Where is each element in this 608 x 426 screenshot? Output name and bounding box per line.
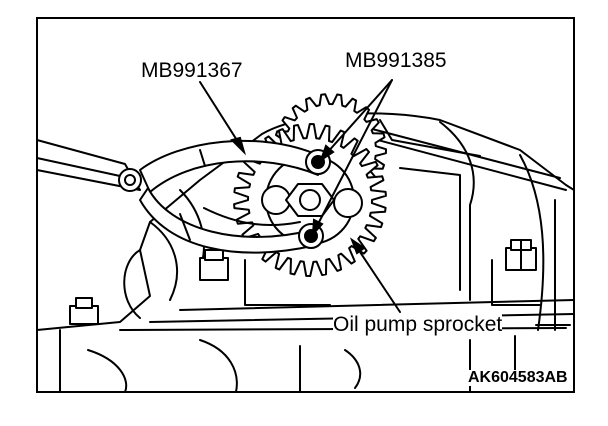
leader-mb991367 — [199, 81, 241, 146]
leader-mb991385-lower — [315, 79, 393, 229]
arrow-head — [230, 136, 247, 156]
block-bolt-center — [199, 249, 229, 281]
label-tool-mb991367: MB991367 — [141, 59, 243, 82]
label-oil-pump-sprocket: Oil pump sprocket — [333, 313, 503, 336]
leader-mb991385-upper — [325, 79, 393, 155]
arrow-head — [319, 144, 335, 163]
block-bolt-right — [505, 239, 537, 271]
label-tool-mb991385: MB991385 — [345, 49, 447, 72]
spanner-wrench-icon — [36, 139, 319, 254]
block-bolt-left — [69, 297, 99, 325]
figure-code: AK604583AB — [468, 369, 568, 386]
leader-oil-pump-sprocket — [355, 245, 401, 313]
arrow-head — [349, 237, 366, 255]
sprocket-hub — [261, 183, 363, 218]
arrow-head — [311, 218, 324, 237]
